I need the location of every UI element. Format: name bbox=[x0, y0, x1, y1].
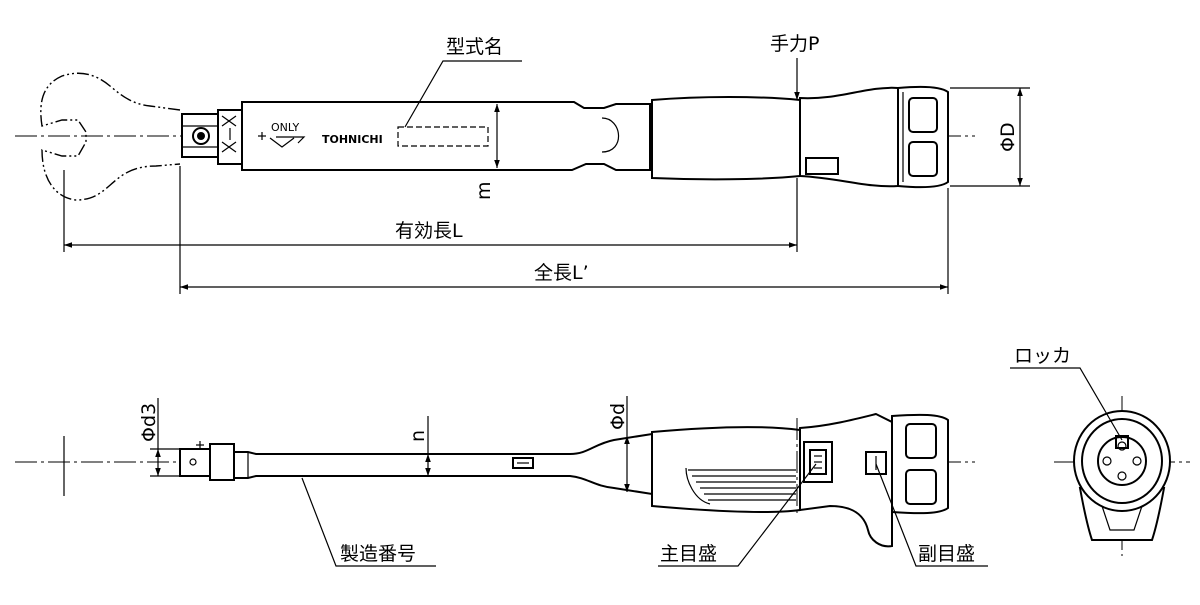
side-cap-recess-bottom bbox=[905, 469, 937, 505]
end-cap bbox=[897, 85, 949, 189]
cap-recess-bottom bbox=[908, 141, 938, 177]
end-inner-ring bbox=[1081, 418, 1163, 504]
head-diameter-label: Φd3 bbox=[138, 403, 160, 442]
main-scale-inner bbox=[809, 449, 827, 475]
locker-label: ロッカ bbox=[1014, 345, 1071, 367]
head-pin-outer bbox=[192, 127, 210, 145]
serial-number-label: 製造番号 bbox=[340, 543, 416, 565]
end-hole bbox=[1102, 456, 1112, 466]
side-head bbox=[179, 448, 211, 477]
grip-taper bbox=[799, 86, 899, 188]
model-name-label: 型式名 bbox=[446, 36, 503, 58]
main-scale-window bbox=[803, 441, 833, 483]
end-hole bbox=[1132, 456, 1142, 466]
sub-scale-label: 副目盛 bbox=[918, 543, 975, 565]
end-outer-ring bbox=[1073, 410, 1171, 512]
main-tube bbox=[241, 101, 651, 171]
tube-window bbox=[601, 117, 620, 153]
side-grip-ridges bbox=[688, 469, 796, 501]
end-hole bbox=[1117, 471, 1127, 481]
main-scale-label: 主目盛 bbox=[660, 543, 717, 565]
model-plate bbox=[397, 126, 489, 147]
end-locker-tab bbox=[1115, 435, 1129, 449]
end-view: ロッカ bbox=[1010, 345, 1190, 556]
model-name-leader bbox=[404, 60, 522, 128]
side-grip-ridge-end bbox=[685, 467, 711, 505]
locker-leader bbox=[1010, 367, 1123, 441]
top-view: ONLY TOHNICHI 型式名 手力P m ΦD bbox=[15, 33, 1030, 294]
shaft-diameter-label: Φd bbox=[607, 403, 629, 430]
sub-scale-leader bbox=[875, 463, 988, 567]
cap-recess-top bbox=[908, 97, 938, 133]
collar-knurl bbox=[221, 115, 237, 153]
hand-force-label: 手力P bbox=[770, 33, 819, 55]
side-shaft bbox=[233, 432, 653, 496]
side-lock-body bbox=[799, 412, 893, 548]
main-scale-leader bbox=[658, 463, 817, 567]
height-m-label: m bbox=[473, 181, 495, 200]
side-shaft-slot bbox=[512, 457, 534, 469]
only-direction-text: ONLY bbox=[271, 121, 300, 134]
side-head-pin bbox=[189, 458, 197, 466]
brand-logo-text: TOHNICHI bbox=[322, 133, 383, 146]
only-direction-arrow bbox=[269, 136, 306, 148]
side-end-cap bbox=[891, 413, 949, 515]
effective-length-label: 有効長L bbox=[395, 220, 463, 242]
grip bbox=[651, 96, 801, 181]
end-lock-foot-inner bbox=[1099, 499, 1145, 531]
end-hole bbox=[1117, 441, 1127, 451]
head-pin-inner bbox=[197, 132, 205, 140]
side-cap-recess-top bbox=[905, 423, 937, 459]
spanner-head-phantom bbox=[40, 72, 181, 201]
thickness-n-label: n bbox=[407, 430, 429, 442]
serial-number-leader bbox=[301, 477, 436, 567]
side-head-collar bbox=[209, 443, 235, 481]
sub-scale-window bbox=[865, 451, 887, 475]
grip-tab bbox=[805, 157, 839, 175]
outer-diameter-label: ΦD bbox=[997, 122, 1019, 152]
side-view: Φd3 n Φd 製造番号 主目盛 副目盛 bbox=[15, 396, 988, 567]
total-length-label: 全長L’ bbox=[534, 262, 589, 284]
